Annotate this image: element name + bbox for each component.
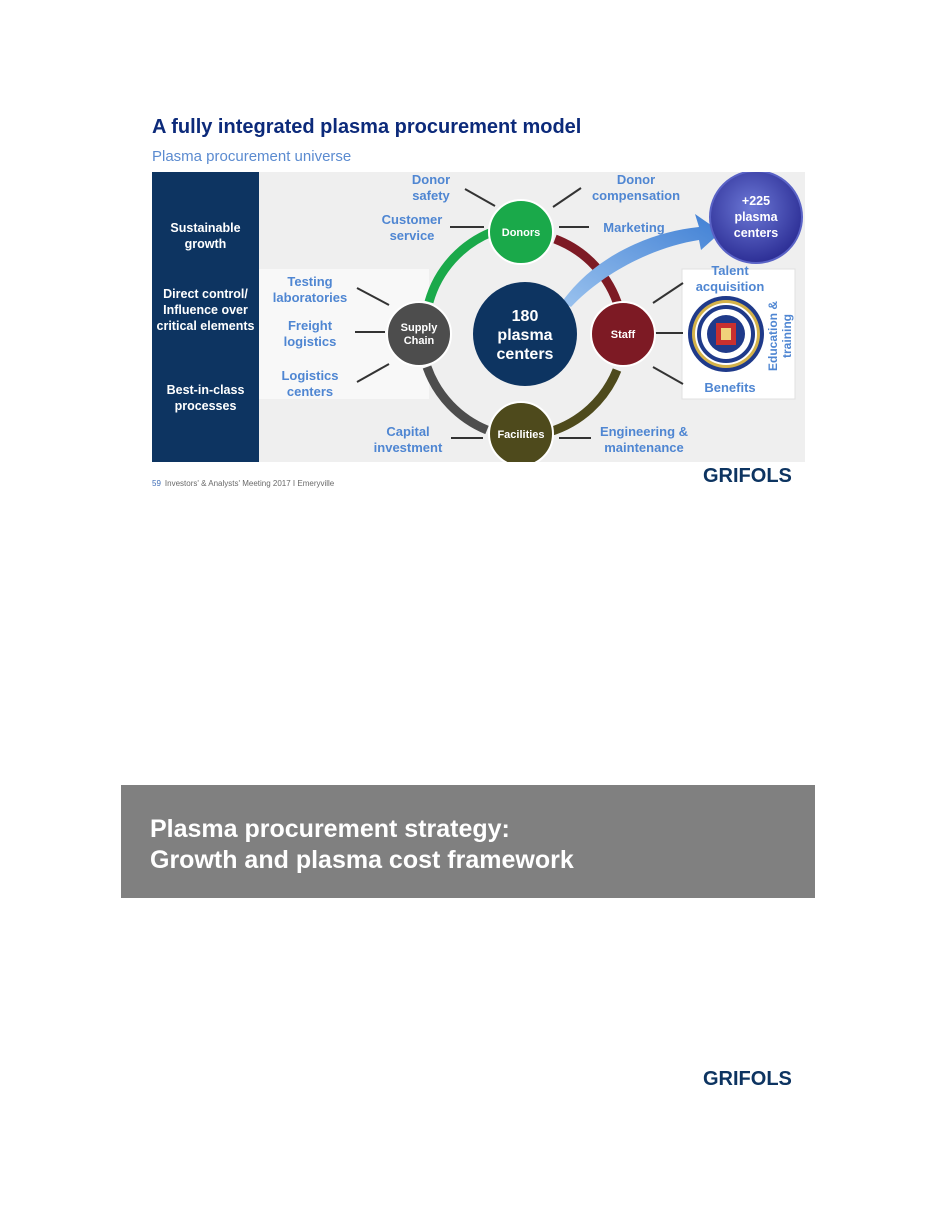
center-label-2: plasma — [497, 327, 552, 344]
slide-subtitle: Plasma procurement universe — [152, 148, 352, 165]
donor-safety-label-1: Donor — [412, 172, 450, 187]
section-banner: Plasma procurement strategy: Growth and … — [121, 785, 815, 898]
freight-logistics-label-2: logistics — [284, 334, 337, 349]
ring-segment-grey — [422, 365, 489, 435]
testing-laboratories-label-2: laboratories — [273, 290, 347, 305]
facilities-node — [488, 401, 554, 462]
grifols-logo: GRIFOLS — [703, 465, 792, 487]
center-label-1: 180 — [512, 308, 539, 325]
left-panel-item-sustainable-growth: Sustainable growth — [170, 221, 241, 251]
education-training-label-1: Education & — [766, 301, 780, 371]
facilities-label: Facilities — [497, 429, 544, 441]
grifols-logo-bottom: GRIFOLS — [703, 1068, 792, 1090]
customer-service-label-1: Customer — [382, 212, 443, 227]
center-label-3: centers — [497, 346, 554, 363]
marketing-label: Marketing — [603, 220, 664, 235]
freight-logistics-label-1: Freight — [288, 318, 333, 333]
footer-text: Investors' & Analysts' Meeting 2017 I Em… — [164, 479, 335, 488]
capital-investment-label-2: investment — [374, 440, 443, 455]
banner-title-line-2: Growth and plasma cost framework — [150, 846, 574, 874]
logistics-centers-label-2: centers — [287, 384, 333, 399]
supply-chain-label-1: Supply — [401, 322, 439, 334]
target-label-2: plasma — [734, 210, 778, 224]
staff-label: Staff — [611, 329, 636, 341]
donor-safety-label-2: safety — [412, 188, 450, 203]
donors-node — [488, 199, 554, 265]
growth-arrow — [562, 214, 721, 307]
ring-segment-red — [553, 234, 624, 310]
donor-compensation-label-1: Donor — [617, 172, 655, 187]
donors-label: Donors — [502, 227, 541, 239]
plasmapheresis-academy-seal-icon — [688, 296, 764, 372]
procurement-diagram: 180 plasma centers Donors Supply Chain S… — [259, 172, 803, 462]
donor-compensation-label-2: compensation — [592, 188, 680, 203]
connector-lines — [355, 187, 684, 439]
target-circle — [709, 172, 803, 264]
banner-title-line-1: Plasma procurement strategy: — [150, 815, 510, 843]
education-training-label-2: training — [780, 314, 794, 358]
testing-laboratories-label-1: Testing — [287, 274, 332, 289]
engineering-maintenance-label-2: maintenance — [604, 440, 683, 455]
diagram-area: 180 plasma centers Donors Supply Chain S… — [259, 172, 805, 462]
left-panel: Sustainable growth Direct control/ Influ… — [152, 172, 259, 462]
staff-node — [590, 301, 656, 367]
left-panel-item-best-in-class: Best-in-class processes — [166, 383, 245, 413]
target-label-3: centers — [734, 226, 779, 240]
ring-segment-olive — [547, 368, 622, 437]
supply-chain-node — [386, 301, 452, 367]
benefits-label: Benefits — [704, 380, 755, 395]
target-label-1: +225 — [742, 194, 770, 208]
capital-investment-label-1: Capital — [386, 424, 429, 439]
slide-title: A fully integrated plasma procurement mo… — [152, 116, 582, 138]
ring-segment-green — [424, 227, 494, 304]
left-panel-item-direct-control: Direct control/ Influence over critical … — [156, 287, 255, 333]
supply-chain-label-2: Chain — [404, 335, 435, 347]
talent-acquisition-label-1: Talent — [711, 263, 749, 278]
page-number: 59 — [152, 479, 161, 488]
engineering-maintenance-label-1: Engineering & — [600, 424, 688, 439]
center-circle — [473, 282, 577, 386]
customer-service-label-2: service — [390, 228, 435, 243]
talent-acquisition-label-2: acquisition — [696, 279, 765, 294]
logistics-centers-label-1: Logistics — [281, 368, 338, 383]
